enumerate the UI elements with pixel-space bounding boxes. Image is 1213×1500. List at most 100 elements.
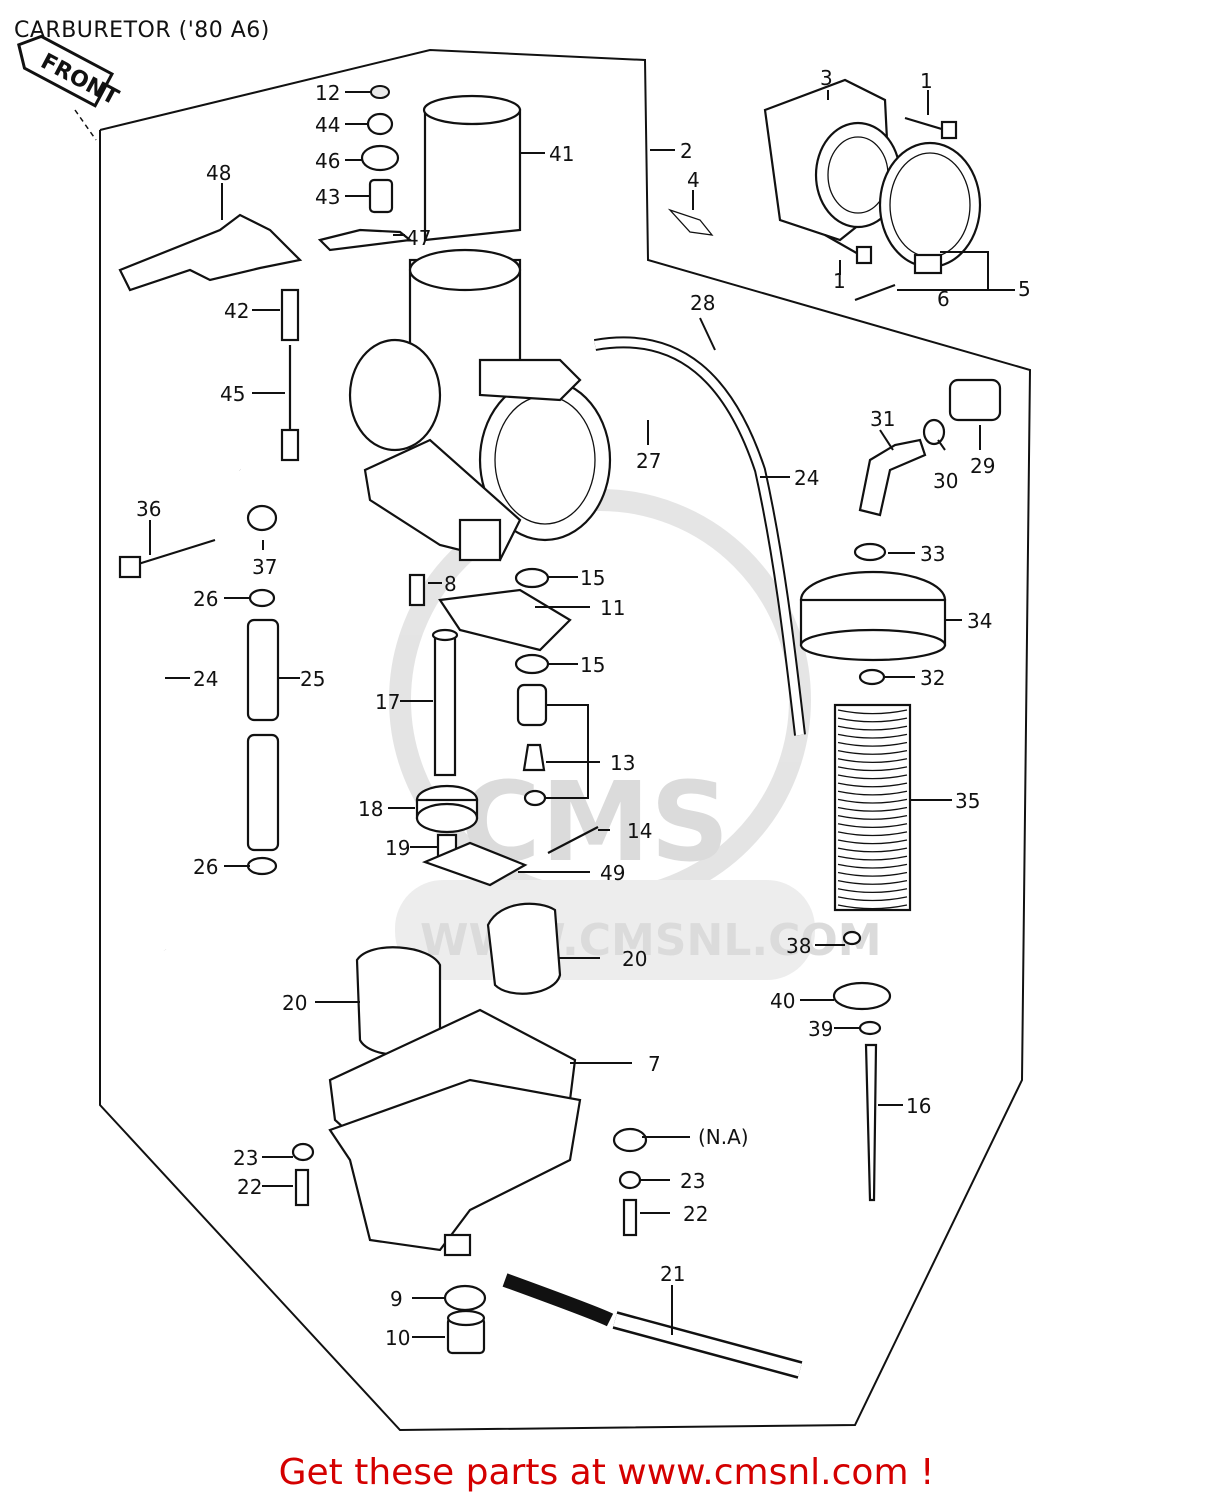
callout-32: 32 [920, 666, 945, 690]
float-pin-14 [547, 826, 599, 854]
callout-26-top: 26 [193, 587, 218, 611]
cap-parts [317, 85, 413, 252]
front-arrow-tag: FRONT [17, 34, 122, 111]
callout-42: 42 [224, 299, 249, 323]
callout-25: 25 [300, 667, 325, 691]
callout-31: 31 [870, 407, 895, 431]
callout-8: 8 [444, 572, 457, 596]
callout-33: 33 [920, 542, 945, 566]
callout-48: 48 [206, 161, 231, 185]
screws-22-23 [291, 1142, 642, 1237]
pilot-jet-17 [431, 628, 459, 777]
needle-jet-45 [280, 345, 300, 462]
screw-36 [118, 538, 216, 579]
slide-41 [422, 94, 522, 242]
callout-7: 7 [648, 1052, 661, 1076]
callout-39: 39 [808, 1017, 833, 1041]
callout-1-bottom: 1 [833, 269, 846, 293]
callout-35: 35 [955, 789, 980, 813]
callout-46: 46 [315, 149, 340, 173]
callout-9: 9 [390, 1287, 403, 1311]
callout-18: 18 [358, 797, 383, 821]
callout-44: 44 [315, 113, 340, 137]
plate-11 [438, 588, 572, 652]
assembly-frame [99, 48, 1032, 1432]
diagram-title: CARBURETOR ('80 A6) [14, 18, 270, 43]
callout-15-top: 15 [580, 566, 605, 590]
callout-4: 4 [687, 168, 700, 192]
spring-35 [833, 703, 912, 912]
callout-30: 30 [933, 469, 958, 493]
callout-41: 41 [549, 142, 574, 166]
float-20-right [486, 902, 562, 995]
hose-21 [502, 1273, 614, 1327]
callout-22-left: 22 [237, 1175, 262, 1199]
adjuster-29-30 [922, 378, 1002, 446]
callout-12: 12 [315, 81, 340, 105]
callout-20-left: 20 [282, 991, 307, 1015]
drain-plug-10 [446, 1309, 486, 1355]
callout-14: 14 [627, 819, 652, 843]
callout-16: 16 [906, 1094, 931, 1118]
callout-37: 37 [252, 555, 277, 579]
callout-29: 29 [970, 454, 995, 478]
o-ring-15b [514, 653, 550, 675]
callout-47: 47 [406, 226, 431, 250]
callout-21: 21 [660, 1262, 685, 1286]
hose-24-right [593, 336, 806, 736]
cmsnl-watermark: CMS WWW.CMSNL.COM [389, 489, 882, 980]
callout-1-top: 1 [920, 69, 933, 93]
jet-needle-16 [864, 1043, 878, 1202]
callout-15-bottom: 15 [580, 653, 605, 677]
callout-27: 27 [636, 449, 661, 473]
callout-3: 3 [820, 66, 833, 90]
intake-clamp [878, 141, 982, 275]
callout-26-bottom: 26 [193, 855, 218, 879]
callout-38: 38 [786, 934, 811, 958]
callout-23-left: 23 [233, 1146, 258, 1170]
callout-24-left: 24 [193, 667, 218, 691]
callout-28: 28 [690, 291, 715, 315]
bolts-1 [824, 116, 958, 265]
callout-43: 43 [315, 185, 340, 209]
callout-49: 49 [600, 861, 625, 885]
elbow-31 [858, 438, 927, 517]
callout-34: 34 [967, 609, 992, 633]
float-chamber [328, 1078, 582, 1257]
callout-36: 36 [136, 497, 161, 521]
callout-45: 45 [220, 382, 245, 406]
carburetor-body [348, 248, 612, 562]
callout-2: 2 [680, 139, 693, 163]
callout-11: 11 [600, 596, 625, 620]
callout-na: (N.A) [698, 1125, 749, 1149]
callout-17: 17 [375, 690, 400, 714]
clamp-26-top [248, 588, 276, 608]
footer-banner[interactable]: Get these parts at www.cmsnl.com ! [278, 1452, 935, 1493]
clip-4 [667, 208, 714, 236]
o-ring-15a [514, 567, 550, 589]
screw-8 [408, 573, 426, 607]
main-jet-holder-18 [415, 784, 479, 834]
baffle-49 [421, 841, 528, 887]
clamp-screw-6 [854, 283, 896, 302]
bracket-na [612, 1127, 648, 1153]
callout-20-right: 20 [622, 947, 647, 971]
spring-42 [280, 288, 300, 342]
clip-39 [858, 1020, 882, 1036]
callout-labels: 12 44 46 43 47 41 48 42 45 2 3 1 4 1 6 5… [136, 66, 1031, 1350]
callout-5: 5 [1018, 277, 1031, 301]
leader-lines [149, 90, 1015, 1338]
screw-38 [842, 930, 862, 946]
top-cap-34 [799, 570, 947, 662]
washer-37 [246, 504, 278, 532]
hose-25 [246, 618, 280, 852]
callout-13: 13 [610, 751, 635, 775]
callout-6: 6 [937, 287, 950, 311]
clamp-26-bottom [246, 856, 278, 876]
plate-40 [832, 981, 892, 1011]
callout-10: 10 [385, 1326, 410, 1350]
callout-40: 40 [770, 989, 795, 1013]
callout-22-right: 22 [683, 1202, 708, 1226]
throttle-lever-48 [118, 213, 303, 292]
